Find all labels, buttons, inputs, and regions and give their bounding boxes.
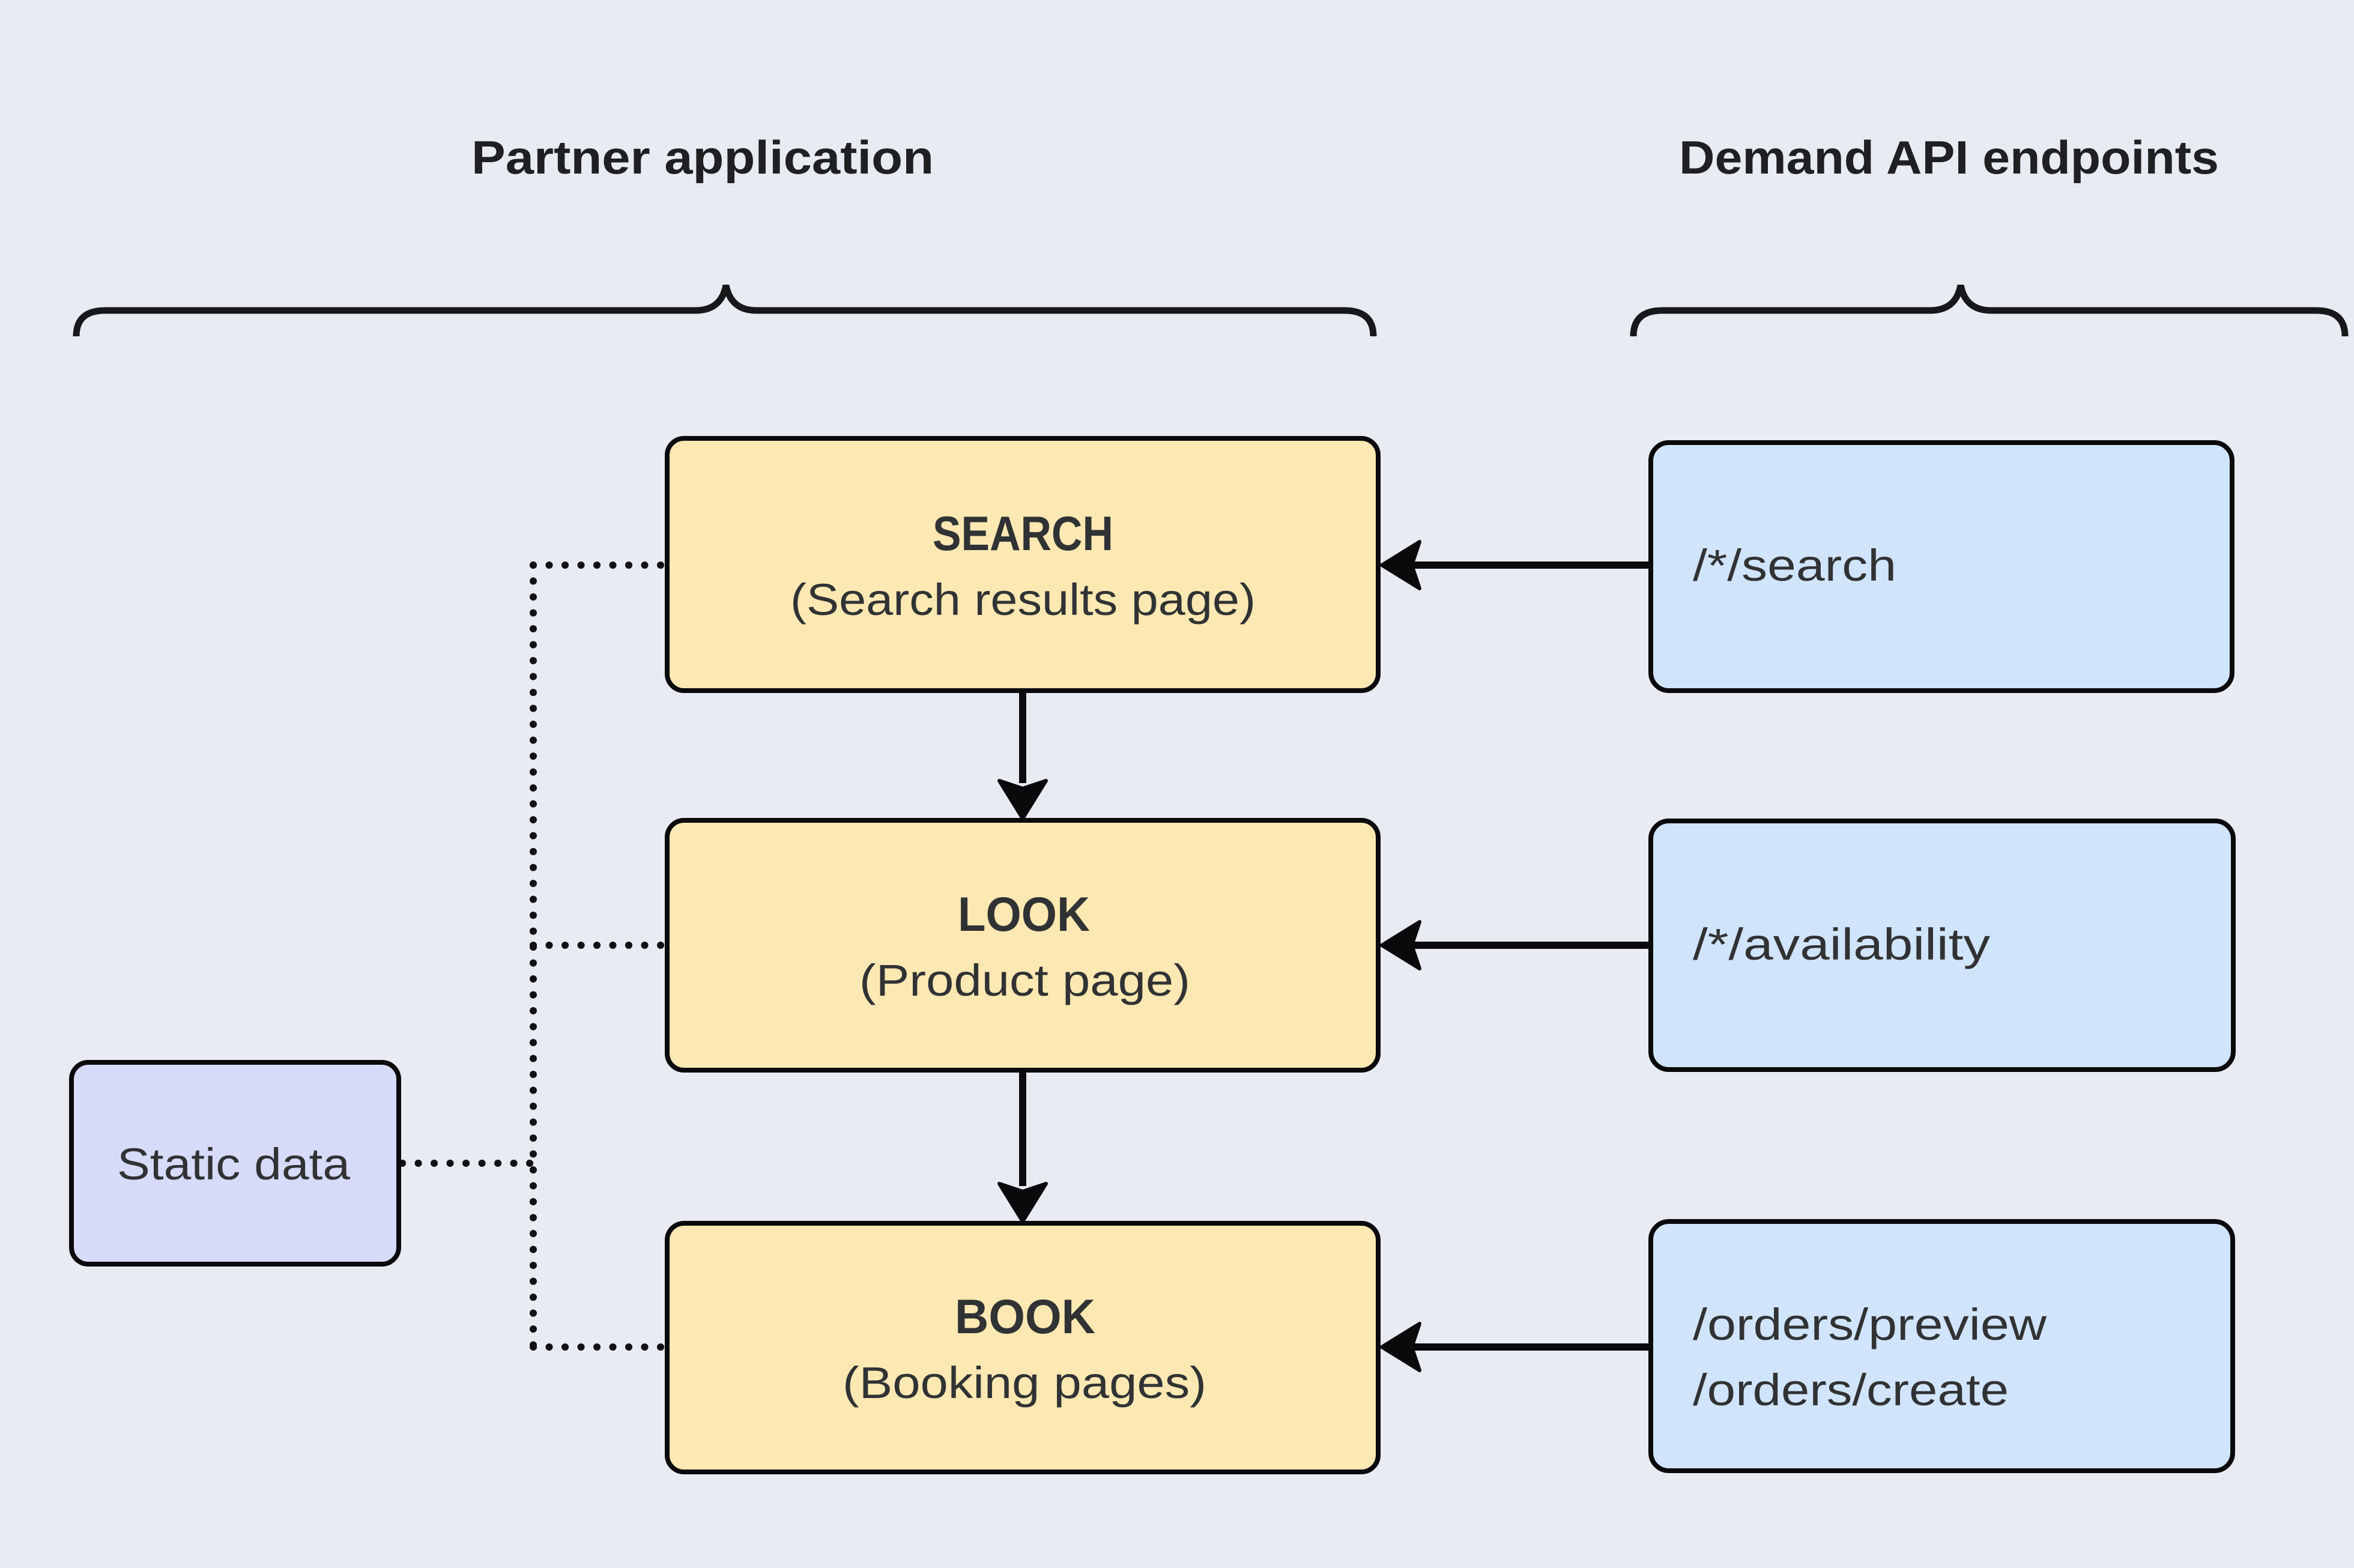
svg-text:(Search results page): (Search results page) bbox=[790, 575, 1256, 625]
svg-text:(Product page): (Product page) bbox=[859, 955, 1190, 1005]
svg-text:Static data: Static data bbox=[117, 1139, 351, 1189]
svg-text:/*/availability: /*/availability bbox=[1693, 919, 1990, 969]
svg-text:LOOK: LOOK bbox=[958, 888, 1090, 942]
svg-text:SEARCH: SEARCH bbox=[933, 507, 1113, 561]
svg-text:/orders/create: /orders/create bbox=[1693, 1365, 2009, 1415]
svg-text:(Booking pages): (Booking pages) bbox=[843, 1358, 1206, 1408]
svg-text:Demand API endpoints: Demand API endpoints bbox=[1679, 131, 2219, 184]
svg-text:/orders/preview: /orders/preview bbox=[1693, 1300, 2047, 1349]
svg-text:/*/search: /*/search bbox=[1693, 540, 1896, 590]
svg-text:Partner application: Partner application bbox=[471, 131, 934, 184]
svg-text:BOOK: BOOK bbox=[955, 1290, 1095, 1344]
